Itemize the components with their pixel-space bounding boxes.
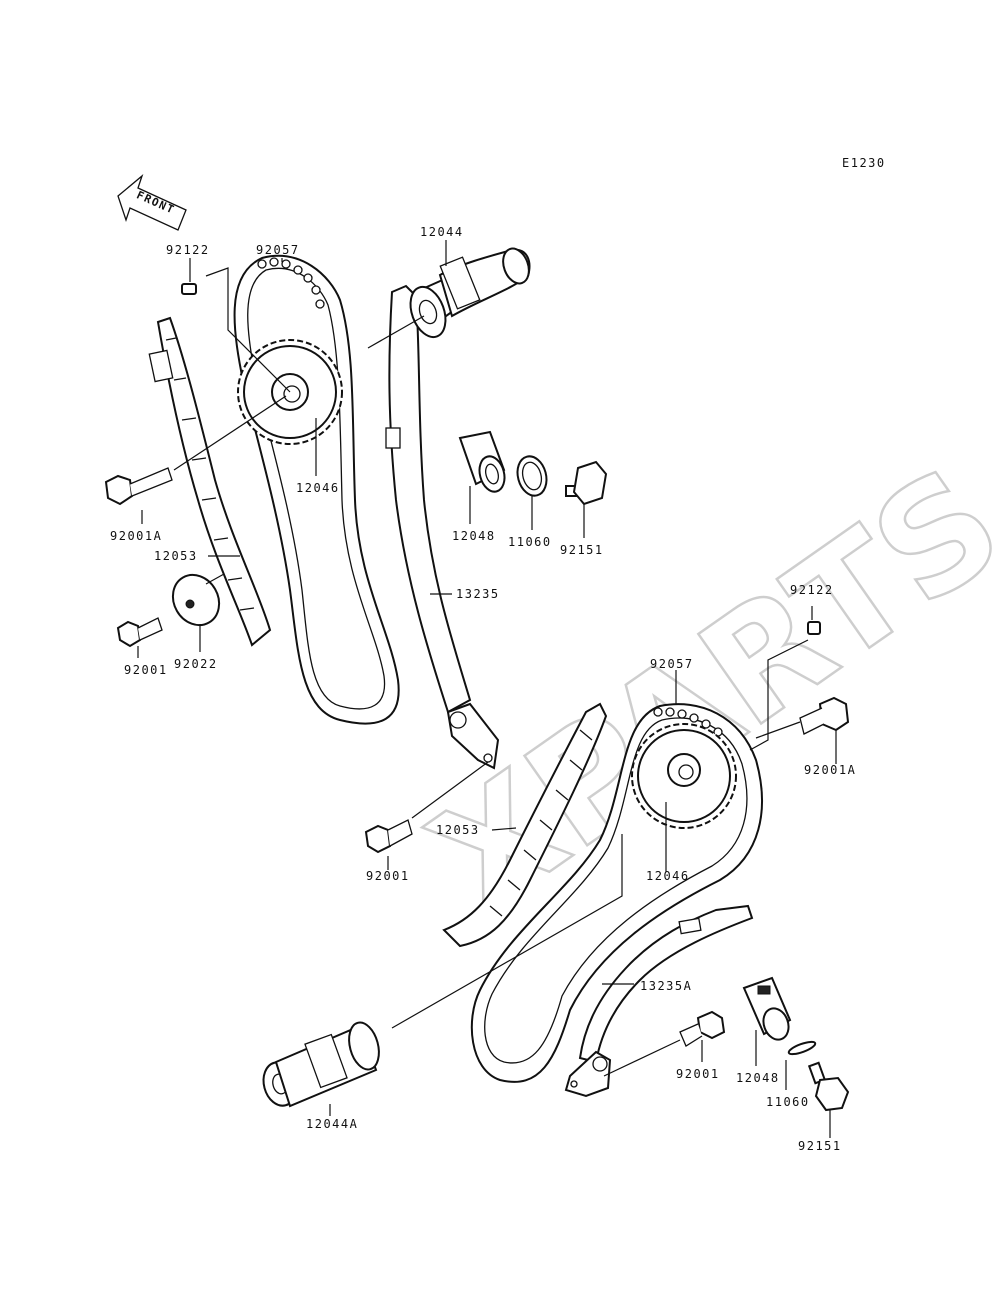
dowel-pin-top [181, 283, 197, 295]
label-12048-top: 12048 [452, 529, 496, 543]
cam-sprocket-bottom [631, 723, 737, 829]
cap-bolt-top [565, 460, 608, 506]
washer-top [171, 573, 221, 627]
label-12053-top: 12053 [154, 549, 198, 563]
label-92022-top: 92022 [174, 657, 218, 671]
label-92001-bottom: 92001 [676, 1067, 720, 1081]
gasket-bottom [787, 1040, 817, 1056]
bolt-bottom-92001A [799, 696, 850, 735]
label-92001A-top: 92001A [110, 529, 162, 543]
label-13235A-bottom: 13235A [640, 979, 692, 993]
label-92057-top: 92057 [256, 243, 300, 257]
bolt-top-92001A [104, 467, 173, 506]
diagram-code: E1230 [842, 156, 886, 170]
label-92001A-bottom: 92001A [804, 763, 856, 777]
chain-links-top [257, 257, 325, 309]
camshaft-top [409, 247, 531, 339]
label-13235-top: 13235 [456, 587, 500, 601]
cap-bolt-bottom [807, 1061, 850, 1112]
tensioner-top [458, 430, 506, 493]
label-92001-top: 92001 [124, 663, 168, 677]
label-92122-bottom: 92122 [790, 583, 834, 597]
label-92057-bottom: 92057 [650, 657, 694, 671]
label-92151-bottom: 92151 [798, 1139, 842, 1153]
label-12048-bottom: 12048 [736, 1071, 780, 1085]
bolt-bottom-92001-mid [364, 819, 413, 854]
chain-guide-bottom-left [442, 702, 608, 948]
part-labels: 92122 92057 12044 12046 92001A 12053 920… [110, 225, 856, 1153]
camshaft-bottom [262, 1021, 380, 1108]
label-12044A-bottom: 12044A [306, 1117, 358, 1131]
gasket-top [516, 455, 548, 497]
bolt-top-92001 [116, 617, 163, 648]
front-arrow-icon: FRONT [117, 174, 187, 231]
label-12046-top: 12046 [296, 481, 340, 495]
label-12046-bottom: 12046 [646, 869, 690, 883]
label-92122-top: 92122 [166, 243, 210, 257]
leader-lines-bottom [329, 606, 837, 1138]
label-12044-top: 12044 [420, 225, 464, 239]
bolt-bottom-92001 [679, 1010, 726, 1047]
chain-guide-top-right [385, 284, 500, 770]
chain-guide-top-left [148, 316, 272, 647]
label-11060-top: 11060 [508, 535, 552, 549]
label-11060-bottom: 11060 [766, 1095, 810, 1109]
label-92151-top: 92151 [560, 543, 604, 557]
label-92001-mid: 92001 [366, 869, 410, 883]
tensioner-bottom [742, 976, 792, 1041]
dowel-pin-bottom [807, 621, 821, 635]
label-12053-bottom: 12053 [436, 823, 480, 837]
leader-lines-top [137, 240, 585, 819]
